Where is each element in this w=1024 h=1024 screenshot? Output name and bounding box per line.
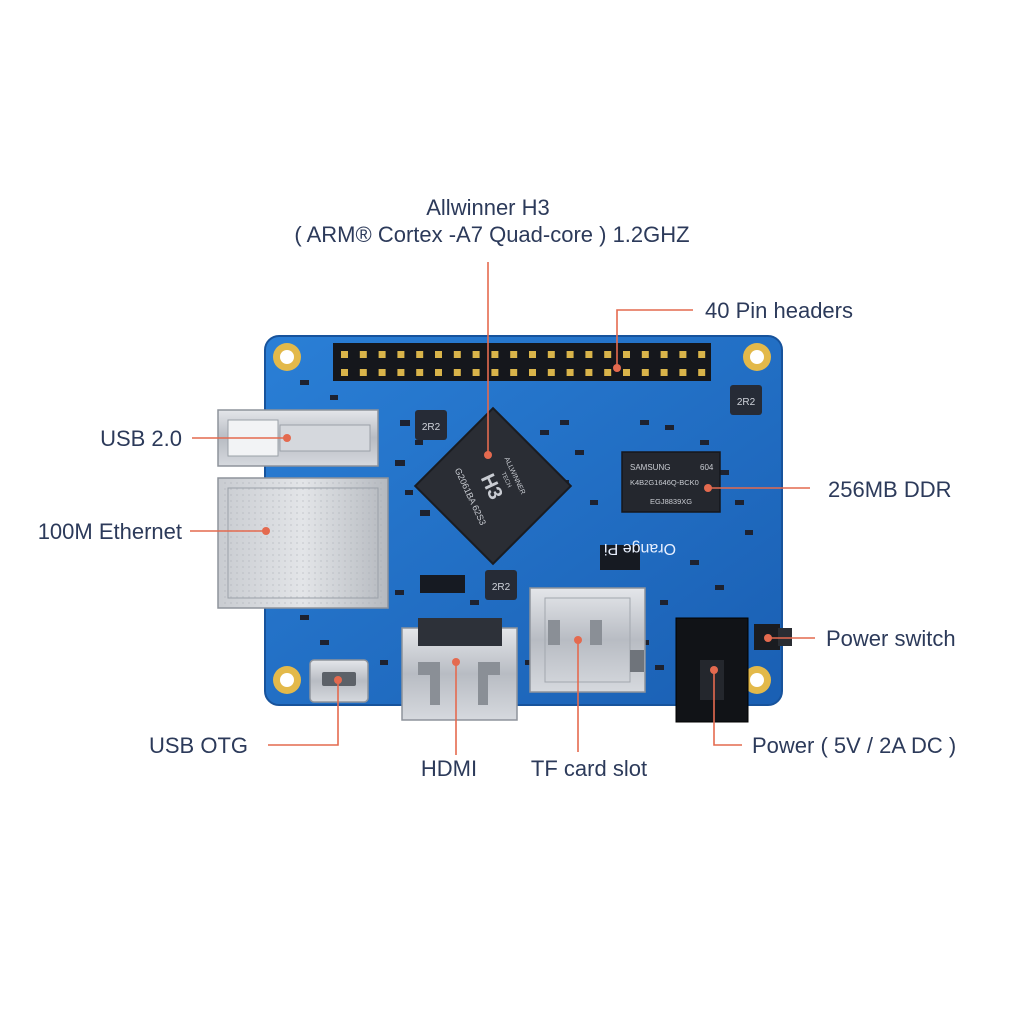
hdmi-port bbox=[401, 618, 518, 721]
label-soc-line2: ( ARM® Cortex -A7 Quad-core ) 1.2GHZ bbox=[294, 222, 689, 247]
header-pin bbox=[660, 369, 668, 376]
power-switch bbox=[754, 624, 792, 650]
label-usb2: USB 2.0 bbox=[100, 426, 182, 451]
header-pin bbox=[378, 369, 386, 376]
label-hdmi: HDMI bbox=[421, 756, 477, 781]
header-pin bbox=[397, 351, 405, 358]
svg-text:604: 604 bbox=[700, 463, 714, 472]
header-pin bbox=[641, 351, 649, 358]
inductor: 2R2 bbox=[730, 385, 762, 415]
pcb-board: 2R2 2R2 2R2 ALLWINNER TECH H3 G2061BA 62… bbox=[217, 335, 792, 723]
soc-h3-chip: ALLWINNER TECH H3 G2061BA 62S3 bbox=[413, 406, 573, 566]
40-pin-header bbox=[333, 343, 711, 381]
mounting-hole bbox=[743, 666, 771, 694]
header-pin bbox=[585, 369, 593, 376]
header-pin bbox=[604, 351, 612, 358]
header-pin bbox=[359, 369, 367, 376]
label-100m-ethernet: 100M Ethernet bbox=[38, 519, 182, 544]
header-pin bbox=[435, 351, 442, 358]
ethernet-port bbox=[217, 477, 389, 609]
tf-card-slot bbox=[529, 587, 646, 693]
label-usb-otg: USB OTG bbox=[149, 733, 248, 758]
mounting-hole bbox=[743, 343, 771, 371]
header-pin bbox=[660, 351, 668, 358]
header-pin bbox=[641, 369, 649, 376]
label-256mb-ddr: 256MB DDR bbox=[828, 477, 951, 502]
header-pin bbox=[679, 369, 687, 376]
header-pin bbox=[510, 369, 518, 376]
label-40-pin-headers: 40 Pin headers bbox=[705, 298, 853, 323]
header-pin bbox=[397, 369, 405, 376]
header-pin bbox=[510, 351, 518, 358]
ic-chip bbox=[420, 575, 465, 593]
label-power-switch: Power switch bbox=[826, 626, 956, 651]
header-pin bbox=[547, 351, 555, 358]
header-pin bbox=[416, 351, 424, 358]
header-pin bbox=[566, 351, 574, 358]
header-pin bbox=[453, 369, 461, 376]
header-pin bbox=[359, 351, 367, 358]
svg-text:SAMSUNG: SAMSUNG bbox=[630, 463, 670, 472]
header-pin bbox=[547, 369, 555, 376]
label-tf-card-slot: TF card slot bbox=[531, 756, 647, 781]
header-pin bbox=[698, 351, 706, 358]
header-pin bbox=[435, 369, 442, 376]
header-pin bbox=[604, 369, 612, 376]
header-pin bbox=[341, 351, 348, 358]
header-pin bbox=[623, 351, 630, 358]
header-pin bbox=[378, 351, 386, 358]
label-soc-line1: Allwinner H3 bbox=[426, 195, 550, 220]
inductor: 2R2 bbox=[415, 410, 447, 440]
callout-labels: Allwinner H3 ( ARM® Cortex -A7 Quad-core… bbox=[38, 195, 957, 781]
header-pin bbox=[529, 369, 536, 376]
leader-lines bbox=[190, 262, 815, 755]
header-pin bbox=[623, 369, 630, 376]
ic-chip bbox=[600, 545, 640, 570]
header-pin bbox=[585, 351, 593, 358]
header-pin bbox=[341, 369, 348, 376]
mounting-hole bbox=[273, 666, 301, 694]
header-pin bbox=[679, 351, 687, 358]
svg-text:2R2: 2R2 bbox=[737, 397, 756, 408]
header-pin bbox=[416, 369, 424, 376]
ddr-chip: SAMSUNG 604 K4B2G1646Q-BCK0 EGJ8839XG bbox=[621, 451, 721, 513]
svg-text:EGJ8839XG: EGJ8839XG bbox=[650, 497, 692, 506]
svg-text:K4B2G1646Q-BCK0: K4B2G1646Q-BCK0 bbox=[630, 478, 699, 487]
board-logo: Orange Pi bbox=[604, 540, 676, 557]
header-pin bbox=[698, 369, 706, 376]
svg-text:2R2: 2R2 bbox=[422, 422, 441, 433]
header-pin bbox=[472, 351, 480, 358]
svg-text:2R2: 2R2 bbox=[492, 582, 511, 593]
header-pin bbox=[566, 369, 574, 376]
header-pin bbox=[472, 369, 480, 376]
header-pin bbox=[491, 369, 499, 376]
inductor: 2R2 bbox=[485, 570, 517, 600]
header-pin bbox=[491, 351, 499, 358]
label-power: Power ( 5V / 2A DC ) bbox=[752, 733, 956, 758]
mounting-hole bbox=[273, 343, 301, 371]
header-pin bbox=[453, 351, 461, 358]
header-pin bbox=[529, 351, 536, 358]
